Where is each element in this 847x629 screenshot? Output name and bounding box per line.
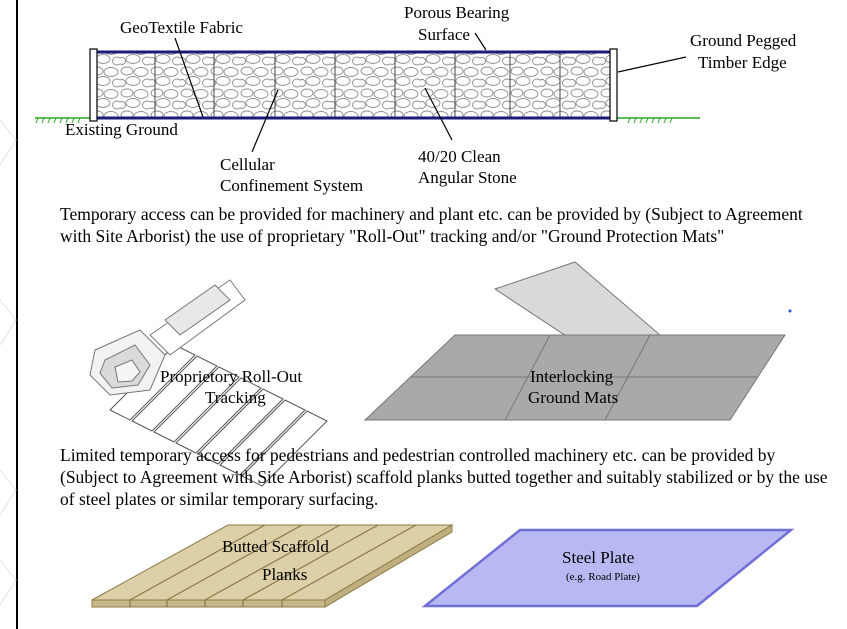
section-diagram: GeoTextile Fabric Porous Bearing Surface… (35, 3, 797, 195)
label-timber-2: Timber Edge (698, 53, 787, 72)
label-cellular-1: Cellular (220, 155, 275, 174)
mat-joints (410, 334, 757, 421)
rollout-tracking-illustration: Proprietory Roll-Out Tracking (89, 279, 328, 487)
grass-ticks (35, 117, 673, 124)
ground-mats-illustration: Interlocking Ground Mats (363, 261, 792, 421)
label-timber-1: Ground Pegged (690, 31, 797, 50)
steel-plate-illustration: Steel Plate (e.g. Road Plate) (421, 528, 795, 608)
label-porous-1: Porous Bearing (404, 3, 510, 22)
label-plate-2: (e.g. Road Plate) (566, 571, 640, 583)
steel-plate (421, 528, 795, 608)
label-mats-1: Interlocking (530, 367, 614, 386)
label-porous-2: Surface (418, 25, 470, 44)
planks-edge (91, 599, 326, 608)
label-stone-2: Angular Stone (418, 168, 517, 187)
scaffold-planks-illustration: Butted Scaffold Planks (91, 524, 454, 608)
label-existing-ground: Existing Ground (65, 120, 178, 139)
cell-walls (154, 53, 561, 117)
label-planks-2: Planks (262, 565, 307, 584)
rollout-slats (109, 344, 328, 487)
background-strokes (0, 119, 17, 606)
label-geotextile: GeoTextile Fabric (120, 18, 243, 37)
label-rollout-1: Proprietory Roll-Out (160, 367, 302, 386)
label-rollout-2: Tracking (205, 388, 266, 407)
label-cellular-2: Confinement System (220, 176, 363, 195)
label-mats-2: Ground Mats (528, 388, 618, 407)
plank-joints (129, 524, 417, 607)
timber-edge-left (89, 48, 98, 122)
label-stone-1: 40/20 Clean (418, 147, 501, 166)
leader-lines (174, 32, 687, 153)
stray-dot (788, 309, 792, 313)
stone-fill (97, 52, 610, 118)
label-plate-1: Steel Plate (562, 548, 634, 567)
paragraph-pedestrian-access: Limited temporary access for pedestrians… (60, 445, 828, 509)
rollout-coil (89, 279, 246, 396)
paragraph-rollout-access: Temporary access can be provided for mac… (60, 204, 803, 246)
planks-side (324, 524, 453, 608)
timber-edge-right (609, 48, 618, 122)
label-planks-1: Butted Scaffold (222, 537, 329, 556)
